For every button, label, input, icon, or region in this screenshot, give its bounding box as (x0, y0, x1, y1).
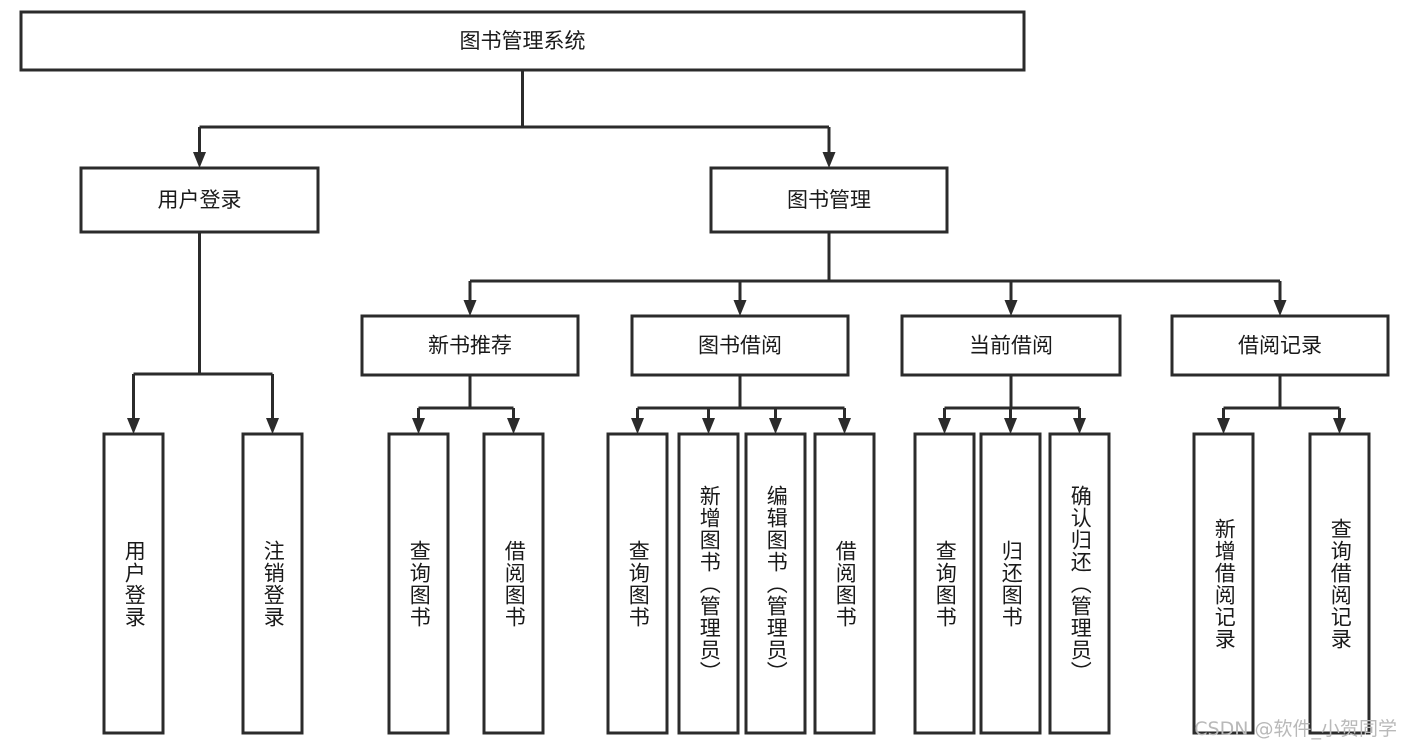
node-leaf-query-record[interactable] (1308, 432, 1371, 735)
node-new-book-rec-label: 新书推荐 (428, 334, 512, 358)
arrow-head-icon (1004, 300, 1018, 316)
arrow-head-icon (127, 418, 140, 434)
arrow-head-icon (193, 152, 206, 168)
node-user-login-box[interactable] (79, 166, 320, 234)
node-leaf-user-logout[interactable] (241, 432, 304, 735)
arrow-head-icon (507, 418, 520, 434)
node-leaf-borrow-book-box[interactable] (813, 432, 876, 735)
node-root-box[interactable] (19, 10, 1026, 72)
arrow-head-icon (1004, 418, 1017, 434)
arrow-head-icon (1217, 418, 1230, 434)
node-new-book-rec[interactable]: 新书推荐 (360, 314, 580, 377)
node-user-login[interactable]: 用户登录 (79, 166, 320, 234)
node-leaf-edit-book[interactable] (744, 432, 807, 735)
connector-group-current-borrow (938, 375, 1086, 434)
node-current-borrow-label: 当前借阅 (969, 334, 1053, 358)
node-leaf-return-book-box[interactable] (979, 432, 1042, 735)
node-leaf-query-book-borrow[interactable] (606, 432, 669, 735)
node-current-borrow[interactable]: 当前借阅 (900, 314, 1122, 377)
connector-layer (127, 70, 1346, 434)
node-leaf-add-book-box[interactable] (677, 432, 740, 735)
node-leaf-user-login[interactable] (102, 432, 165, 735)
node-leaf-borrow-book-rec-box[interactable] (482, 432, 545, 735)
node-leaf-query-book-borrow-box[interactable] (606, 432, 669, 735)
node-leaf-query-book-cur[interactable] (913, 432, 976, 735)
arrow-head-icon (1273, 300, 1287, 316)
arrow-head-icon (733, 300, 747, 316)
connector-group-root (193, 70, 836, 168)
node-root-label: 图书管理系统 (460, 29, 586, 53)
node-leaf-query-book-cur-box[interactable] (913, 432, 976, 735)
arrow-head-icon (1333, 418, 1346, 434)
node-leaf-add-record-box[interactable] (1192, 432, 1255, 735)
node-leaf-query-record-box[interactable] (1308, 432, 1371, 735)
connector-group-book-manage (463, 232, 1287, 316)
node-current-borrow-box[interactable] (900, 314, 1122, 377)
node-book-manage-box[interactable] (709, 166, 949, 234)
node-leaf-confirm-return-box[interactable] (1048, 432, 1111, 735)
node-leaf-query-book-rec[interactable] (387, 432, 450, 735)
node-new-book-rec-box[interactable] (360, 314, 580, 377)
arrow-head-icon (769, 418, 782, 434)
node-leaf-borrow-book[interactable] (813, 432, 876, 735)
node-user-login-label: 用户登录 (158, 188, 242, 212)
node-leaf-user-login-box[interactable] (102, 432, 165, 735)
watermark-text: CSDN @软件_小贺同学 (1194, 718, 1397, 740)
node-leaf-query-book-rec-box[interactable] (387, 432, 450, 735)
arrow-head-icon (702, 418, 715, 434)
node-borrow-record-box[interactable] (1170, 314, 1390, 377)
node-leaf-edit-book-box[interactable] (744, 432, 807, 735)
arrow-head-icon (463, 300, 477, 316)
node-book-manage-label: 图书管理 (787, 188, 871, 212)
node-leaf-user-logout-box[interactable] (241, 432, 304, 735)
node-book-borrow-label: 图书借阅 (698, 334, 782, 358)
node-book-borrow-box[interactable] (630, 314, 850, 377)
node-borrow-record[interactable]: 借阅记录 (1170, 314, 1390, 377)
node-book-manage[interactable]: 图书管理 (709, 166, 949, 234)
node-leaf-borrow-book-rec[interactable] (482, 432, 545, 735)
connector-group-user-login (127, 232, 279, 434)
node-leaf-confirm-return[interactable] (1048, 432, 1111, 735)
connector-group-book-borrow (631, 375, 851, 434)
arrow-head-icon (631, 418, 644, 434)
node-book-borrow[interactable]: 图书借阅 (630, 314, 850, 377)
connector-group-new-book-rec (412, 375, 520, 434)
arrow-head-icon (938, 418, 951, 434)
arrow-head-icon (838, 418, 851, 434)
node-borrow-record-label: 借阅记录 (1238, 334, 1322, 358)
arrow-head-icon (822, 152, 836, 168)
node-leaf-add-book[interactable] (677, 432, 740, 735)
connector-group-borrow-record (1217, 375, 1346, 434)
arrow-head-icon (412, 418, 425, 434)
arrow-head-icon (266, 418, 279, 434)
node-leaf-add-record[interactable] (1192, 432, 1255, 735)
node-root[interactable]: 图书管理系统 (19, 10, 1026, 72)
arrow-head-icon (1073, 418, 1086, 434)
node-leaf-return-book[interactable] (979, 432, 1042, 735)
